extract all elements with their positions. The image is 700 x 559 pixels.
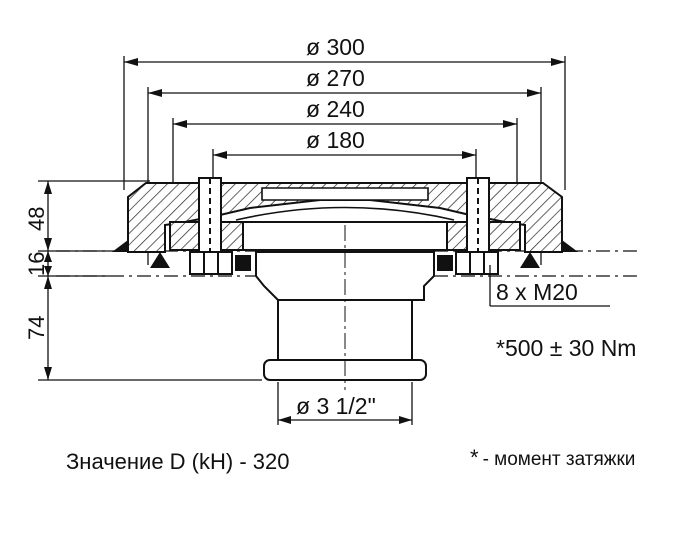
dim-h16: 16	[24, 252, 49, 276]
bolts	[189, 177, 499, 275]
dim-pipe: ø 3 1/2"	[296, 393, 376, 419]
height-dimensions	[38, 180, 262, 381]
nut-right	[455, 251, 499, 275]
dim-d180: ø 180	[306, 127, 365, 153]
diameter-dimensions	[123, 56, 566, 265]
dim-d240: ø 240	[306, 96, 365, 122]
value-caption: Значение D (kH) - 320	[66, 449, 290, 474]
legend-star: *	[470, 445, 479, 470]
dim-h74: 74	[24, 316, 49, 340]
flange-housing	[112, 182, 578, 268]
dim-d270: ø 270	[306, 65, 365, 91]
outlet-pipe	[255, 225, 435, 390]
dim-h48: 48	[24, 207, 49, 231]
torque-legend: *- момент затяжки	[470, 445, 635, 471]
dimension-arrows	[124, 58, 565, 159]
bolts-label: 8 x M20	[496, 279, 578, 305]
pipe-dim-arrows	[278, 416, 412, 424]
bolt-leader	[489, 265, 610, 307]
legend-text: - момент затяжки	[482, 449, 636, 470]
nut-left	[189, 251, 233, 275]
torque-label: *500 ± 30 Nm	[496, 335, 636, 361]
dim-d300: ø 300	[306, 34, 365, 60]
pipe-dimension	[277, 382, 413, 425]
height-arrows	[44, 181, 52, 380]
